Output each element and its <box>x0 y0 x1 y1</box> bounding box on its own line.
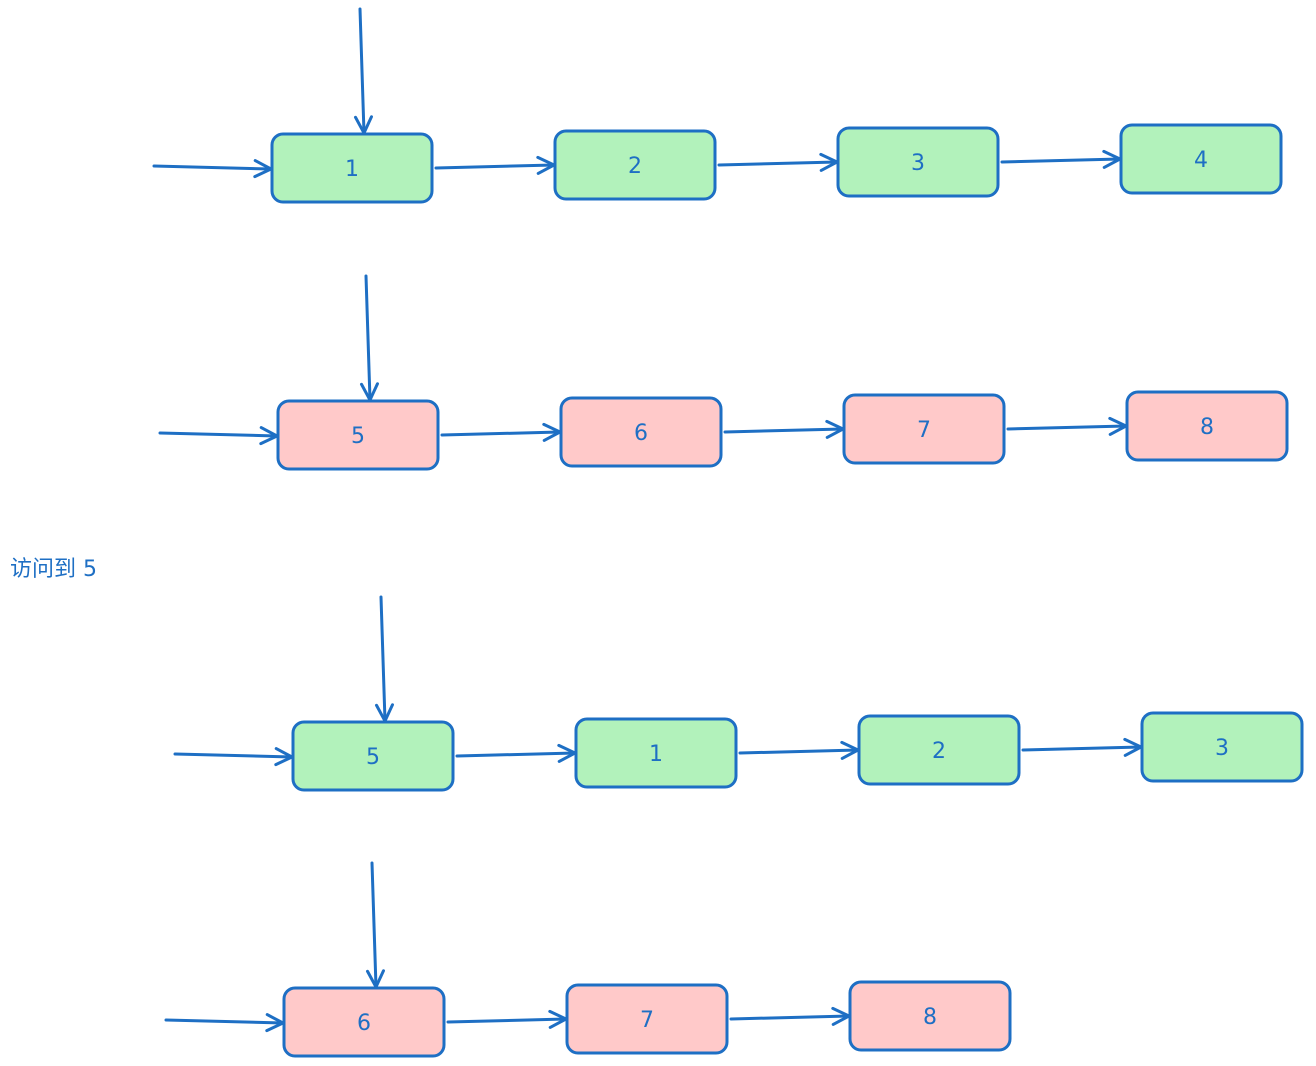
list-node-label: 6 <box>357 1011 371 1036</box>
list-node-box <box>270 132 434 204</box>
list-node-box <box>1140 711 1304 783</box>
list-node-box <box>1119 123 1283 195</box>
list-node-label: 3 <box>1215 736 1229 761</box>
next-pointer-arrow <box>1000 149 1122 169</box>
list-node-label: 7 <box>640 1008 654 1033</box>
list-node-box <box>291 720 455 792</box>
list-node-label: 7 <box>917 418 931 443</box>
list-node-box <box>574 717 738 789</box>
next-pointer-arrow <box>455 743 577 763</box>
head-pointer-arrow <box>353 7 373 135</box>
list-node-box <box>553 129 717 201</box>
incoming-arrow <box>173 747 294 767</box>
next-pointer-arrow <box>729 1006 851 1026</box>
list-after-cold: 6 7 8 <box>164 861 1012 1058</box>
next-pointer-arrow <box>440 422 562 442</box>
list-node-label: 5 <box>351 424 365 449</box>
next-pointer-arrow <box>1006 416 1128 436</box>
next-pointer-arrow <box>446 1009 568 1029</box>
list-node-label: 8 <box>923 1005 937 1030</box>
next-pointer-arrow <box>717 152 839 172</box>
list-before-hot: 1 2 3 4 <box>152 7 1283 204</box>
list-node-label: 3 <box>911 151 925 176</box>
head-pointer-arrow <box>365 861 385 989</box>
list-node-box <box>848 980 1012 1052</box>
list-node-box <box>836 126 1000 198</box>
list-node-box <box>842 393 1006 465</box>
list-node-label: 1 <box>345 157 359 182</box>
list-node-box <box>1125 390 1289 462</box>
caption-visited-node: 访问到 5 <box>10 557 97 582</box>
list-node-label: 2 <box>628 154 642 179</box>
next-pointer-arrow <box>434 155 556 175</box>
list-node-box <box>282 986 446 1058</box>
incoming-arrow <box>158 426 279 446</box>
incoming-arrow <box>164 1013 285 1033</box>
next-pointer-arrow <box>1021 737 1143 757</box>
list-node-label: 4 <box>1194 148 1208 173</box>
next-pointer-arrow <box>738 740 860 760</box>
head-pointer-arrow <box>374 595 394 723</box>
list-node-label: 6 <box>634 421 648 446</box>
list-node-box <box>565 983 729 1055</box>
head-pointer-arrow <box>359 274 379 402</box>
list-node-label: 1 <box>649 742 663 767</box>
list-before-cold: 5 6 7 8 <box>158 274 1289 471</box>
list-node-box <box>857 714 1021 786</box>
list-node-label: 8 <box>1200 415 1214 440</box>
list-node-label: 5 <box>366 745 380 770</box>
next-pointer-arrow <box>723 419 845 439</box>
list-node-box <box>276 399 440 471</box>
list-node-box <box>559 396 723 468</box>
list-after-hot: 5 1 2 3 <box>173 595 1304 792</box>
incoming-arrow <box>152 159 273 179</box>
list-node-label: 2 <box>932 739 946 764</box>
